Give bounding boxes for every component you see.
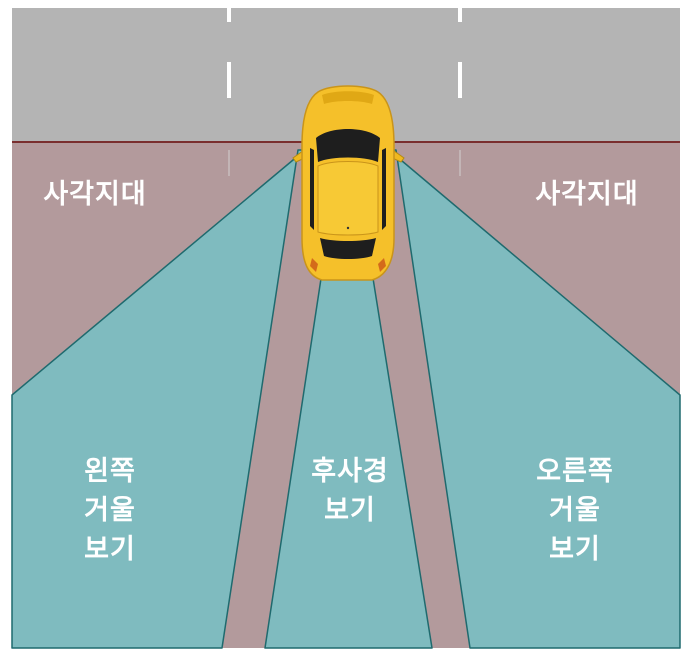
left-mirror-line-3: 보기 [55,536,165,563]
blind-spot-label-right: 사각지대 [522,181,652,220]
blind-spot-right-text: 사각지대 [522,181,652,208]
right-mirror-line-3: 보기 [510,536,640,563]
blind-spot-label-left: 사각지대 [30,181,160,220]
right-mirror-line-1: 오른쪽 [510,458,640,485]
car-top-view-icon [293,86,404,280]
left-mirror-line-2: 거울 [55,497,165,524]
rear-mirror-line-1: 후사경 [295,458,405,485]
blind-spot-left-text: 사각지대 [30,181,160,208]
rear-mirror-label: 후사경 보기 [295,458,405,536]
right-mirror-line-2: 거울 [510,497,640,524]
right-mirror-label: 오른쪽 거울 보기 [510,458,640,575]
left-mirror-line-1: 왼쪽 [55,458,165,485]
left-mirror-label: 왼쪽 거울 보기 [55,458,165,575]
rear-mirror-line-2: 보기 [295,497,405,524]
